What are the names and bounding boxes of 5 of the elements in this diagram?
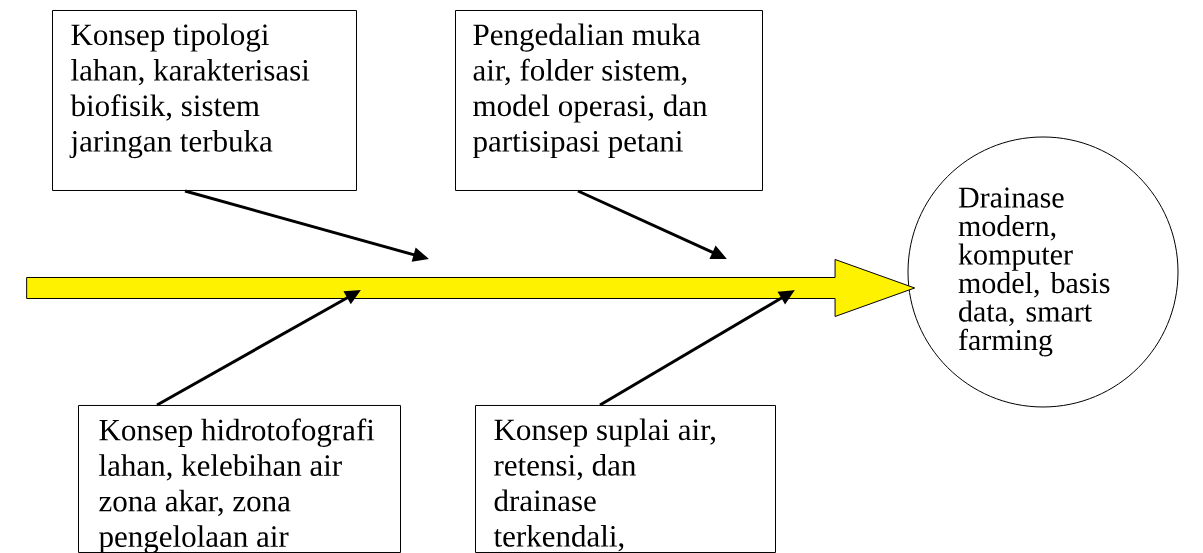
text-box: Konsep tipologi lahan, karakterisasi biofisik, sistem jaringan terbuka — [52, 10, 357, 191]
block-arrow — [26, 259, 916, 317]
text-box: Konsep hidrotofografi lahan, kelebihan air zona akar, zona pengelolaan air — [78, 405, 401, 553]
text-box: Konsep suplai air, retensi, dan drainase terkendali, — [475, 405, 776, 553]
text-box: Pengedalian muka air, folder sistem, model operasi, dan partisipasi petani — [455, 10, 763, 191]
